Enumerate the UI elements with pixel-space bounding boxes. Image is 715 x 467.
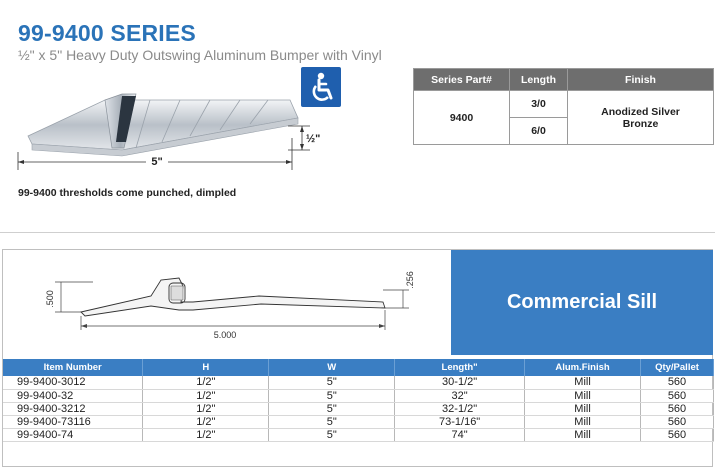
w-cell: 5" <box>268 402 396 416</box>
length-cell: 74" <box>394 428 526 442</box>
qty-cell: 560 <box>640 415 714 429</box>
qty-cell: 560 <box>640 389 714 403</box>
finish-cell: Mill <box>524 428 641 442</box>
commercial-sill-panel: .500 .256 5.000 Commercial Sill Item Num… <box>2 249 714 467</box>
items-table: Item Number H W Length" Alum.Finish Qty/… <box>3 359 714 442</box>
item-number-cell: 99-9400-74 <box>3 428 144 442</box>
spec-part-number: 9400 <box>413 90 510 145</box>
series-spec-table: Series Part# Length Finish 9400 3/0 Anod… <box>413 68 714 145</box>
spec-finish-line1: Anodized Silver <box>601 105 680 118</box>
spec-length-2: 6/0 <box>509 117 568 145</box>
qty-cell: 560 <box>640 376 714 390</box>
series-title: 99-9400 SERIES <box>18 20 196 46</box>
commercial-sill-banner: Commercial Sill <box>451 250 713 355</box>
item-number-cell: 99-9400-3212 <box>3 402 144 416</box>
length-cell: 73-1/16" <box>394 415 526 429</box>
width-dim-label: 5.000 <box>214 330 237 340</box>
w-cell: 5" <box>268 428 396 442</box>
col-alum-finish: Alum.Finish <box>524 359 641 376</box>
item-number-cell: 99-9400-32 <box>3 389 144 403</box>
table-row: 99-9400-74 1/2" 5" 74" Mill 560 <box>3 428 714 442</box>
w-cell: 5" <box>268 415 396 429</box>
w-cell: 5" <box>268 376 396 390</box>
cross-section-drawing: .500 .256 5.000 <box>45 271 415 340</box>
width-dimension-label: 5" <box>151 156 162 168</box>
h-cell: 1/2" <box>142 389 270 403</box>
col-item-number: Item Number <box>3 359 144 376</box>
length-cell: 32" <box>394 389 526 403</box>
col-w: W <box>268 359 396 376</box>
spec-header-finish: Finish <box>567 68 714 91</box>
finish-cell: Mill <box>524 376 641 390</box>
qty-cell: 560 <box>640 402 714 416</box>
spec-finish-line2: Bronze <box>622 117 659 130</box>
product-header-panel: 99-9400 SERIES ½" x 5" Heavy Duty Outswi… <box>0 0 715 233</box>
col-qty-pallet: Qty/Pallet <box>640 359 714 376</box>
item-number-cell: 99-9400-3012 <box>3 376 144 390</box>
height-dimension-label: ½" <box>306 133 320 145</box>
h-cell: 1/2" <box>142 402 270 416</box>
qty-cell: 560 <box>640 428 714 442</box>
items-header-row: Item Number H W Length" Alum.Finish Qty/… <box>3 359 714 376</box>
banner-title: Commercial Sill <box>506 291 658 313</box>
finish-cell: Mill <box>524 389 641 403</box>
wheelchair-accessible-icon <box>301 67 341 107</box>
height-dim-label: .500 <box>45 290 55 308</box>
h-cell: 1/2" <box>142 376 270 390</box>
spec-finish: Anodized Silver Bronze <box>567 90 714 145</box>
table-row: 99-9400-3012 1/2" 5" 30-1/2" Mill 560 <box>3 376 714 390</box>
h-cell: 1/2" <box>142 415 270 429</box>
col-h: H <box>142 359 270 376</box>
punch-note: 99-9400 thresholds come punched, dimpled <box>18 187 237 199</box>
spec-length-1: 3/0 <box>509 90 568 118</box>
w-cell: 5" <box>268 389 396 403</box>
h-cell: 1/2" <box>142 428 270 442</box>
right-dim-label: .256 <box>405 271 415 289</box>
threshold-profile-illustration: 5" ½" <box>17 93 320 170</box>
length-cell: 30-1/2" <box>394 376 526 390</box>
table-row: 99-9400-73116 1/2" 5" 73-1/16" Mill 560 <box>3 415 714 429</box>
item-number-cell: 99-9400-73116 <box>3 415 144 429</box>
length-cell: 32-1/2" <box>394 402 526 416</box>
series-subtitle: ½" x 5" Heavy Duty Outswing Aluminum Bum… <box>18 47 382 63</box>
table-row: 99-9400-3212 1/2" 5" 32-1/2" Mill 560 <box>3 402 714 416</box>
table-row: 99-9400-32 1/2" 5" 32" Mill 560 <box>3 389 714 403</box>
finish-cell: Mill <box>524 415 641 429</box>
spec-header-length: Length <box>509 68 568 91</box>
col-length: Length" <box>394 359 526 376</box>
finish-cell: Mill <box>524 402 641 416</box>
spec-header-part: Series Part# <box>413 68 510 91</box>
